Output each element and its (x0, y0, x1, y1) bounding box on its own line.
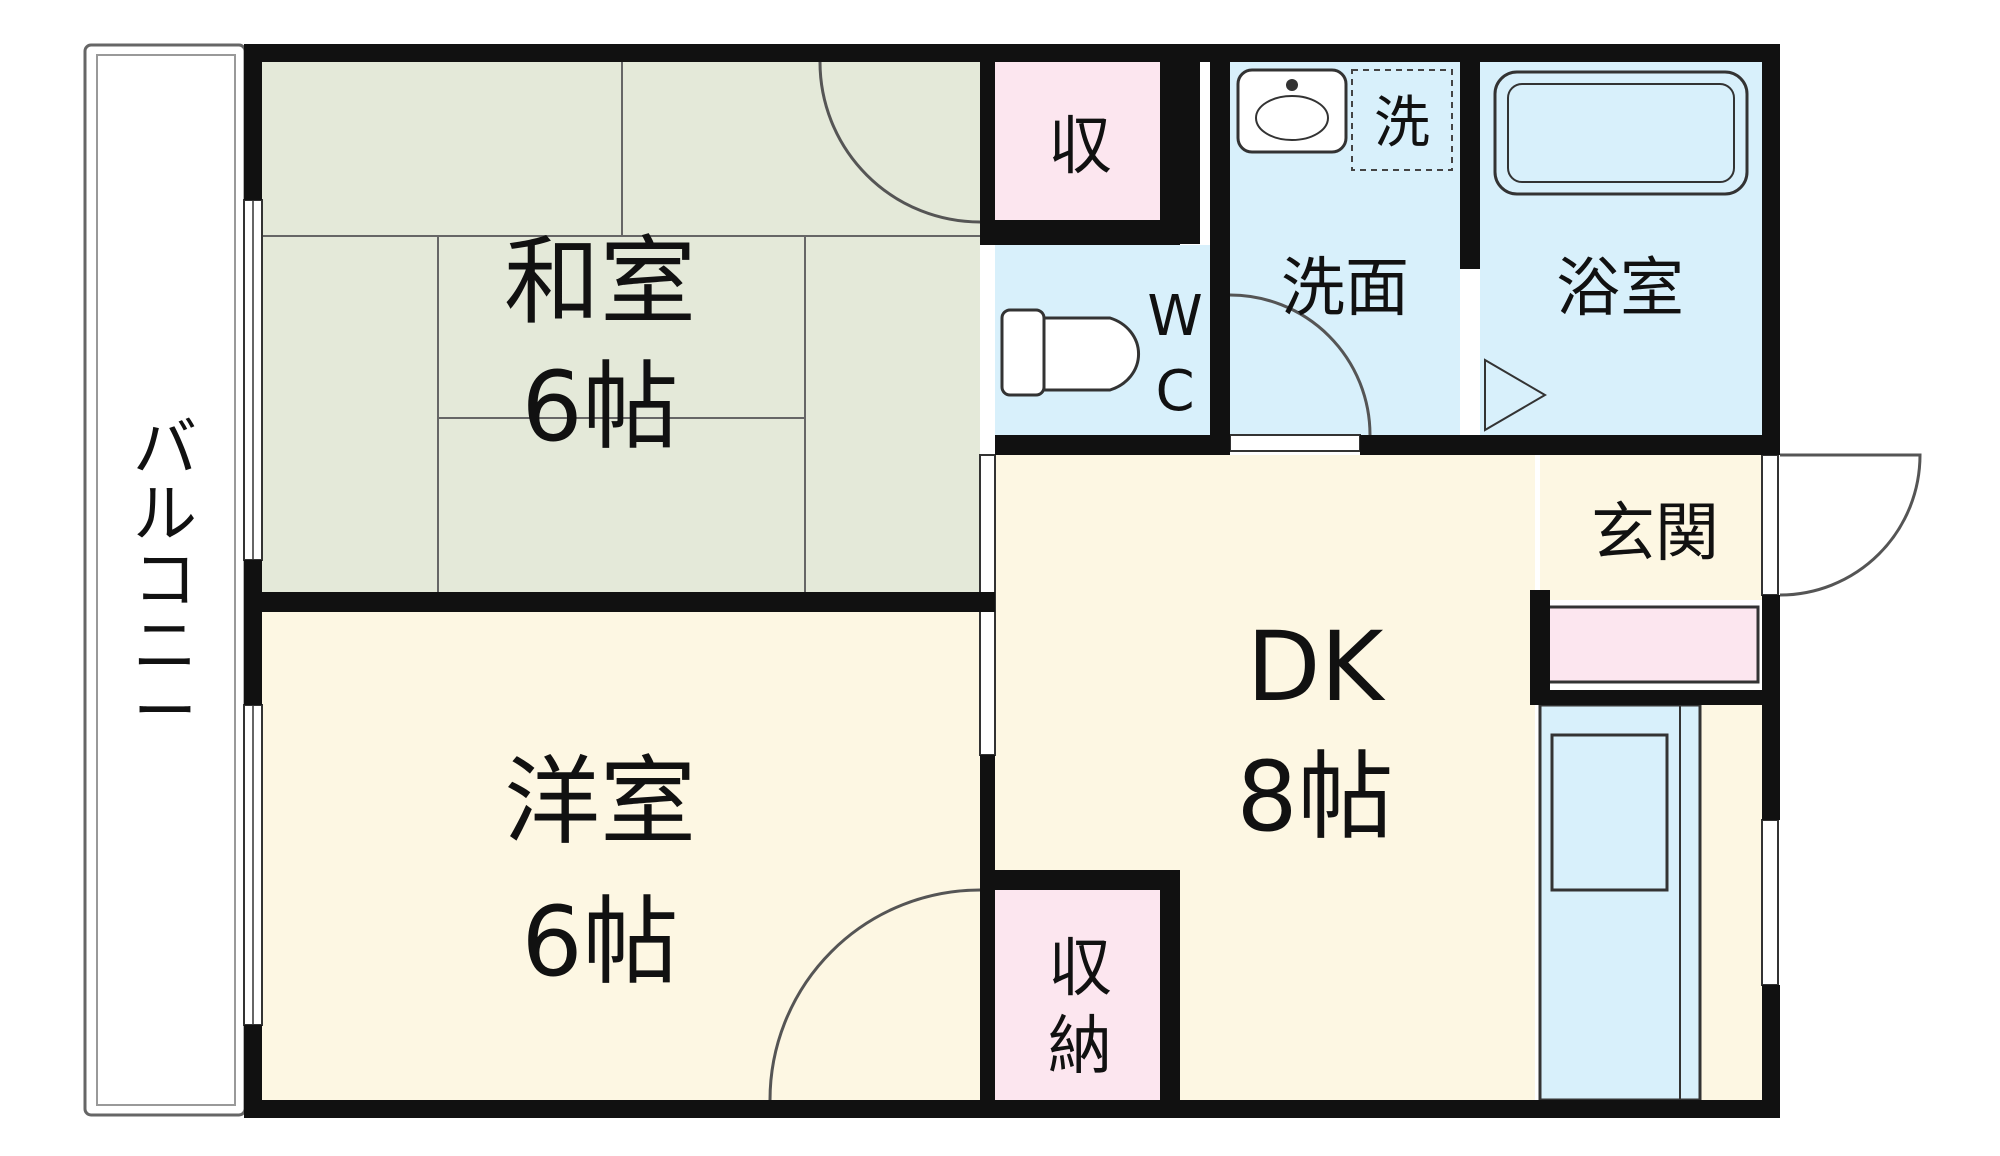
youshitsu-floor (262, 612, 980, 1100)
closet-bottom-label-1: 収 (1048, 932, 1112, 1006)
bath-label: 浴室 (1556, 252, 1684, 326)
washer-space (1351, 69, 1453, 171)
balcony-label-char: ニ (133, 610, 197, 684)
sink-basin (1550, 733, 1669, 892)
bath-step (1484, 358, 1547, 432)
balcony-label-char: コ (133, 544, 197, 618)
closet-top-floor (995, 62, 1160, 220)
washer-label: 洗 (1374, 91, 1430, 156)
balcony-label: バルコニー (133, 412, 197, 750)
bathtub-icon (1493, 70, 1749, 196)
toilet-icon (1000, 308, 1141, 397)
entrance-floor (1540, 455, 1762, 600)
closet-bottom-label-2: 納 (1048, 1010, 1112, 1084)
washitsu-size: 6帖 (521, 351, 678, 463)
balcony-label-char: バ (133, 412, 197, 486)
youshitsu-name: 洋室 (504, 746, 696, 858)
closet-bottom-floor (995, 890, 1160, 1100)
walls (244, 44, 1780, 1118)
dk-size: 8帖 (1236, 741, 1393, 853)
entrance-label: 玄関 (1591, 497, 1719, 571)
shoe-box (1546, 605, 1760, 684)
tatami-lines (262, 62, 980, 592)
kitchen-side-floor (1700, 705, 1762, 1100)
wc-label-1: W (1147, 284, 1202, 349)
sink-icon (1236, 68, 1348, 154)
dk-name: DK (1247, 611, 1386, 723)
balcony-label-char: ル (133, 478, 197, 552)
wc-label-2: C (1155, 359, 1194, 424)
door-swings (768, 61, 1922, 1101)
closet-top-label: 収 (1048, 110, 1112, 184)
washroom-label: 洗面 (1281, 252, 1409, 326)
kitchen-counter (1538, 703, 1702, 1102)
youshitsu-size: 6帖 (521, 886, 678, 998)
balcony-label-char: ー (133, 676, 197, 750)
washitsu-name: 和室 (504, 226, 696, 338)
